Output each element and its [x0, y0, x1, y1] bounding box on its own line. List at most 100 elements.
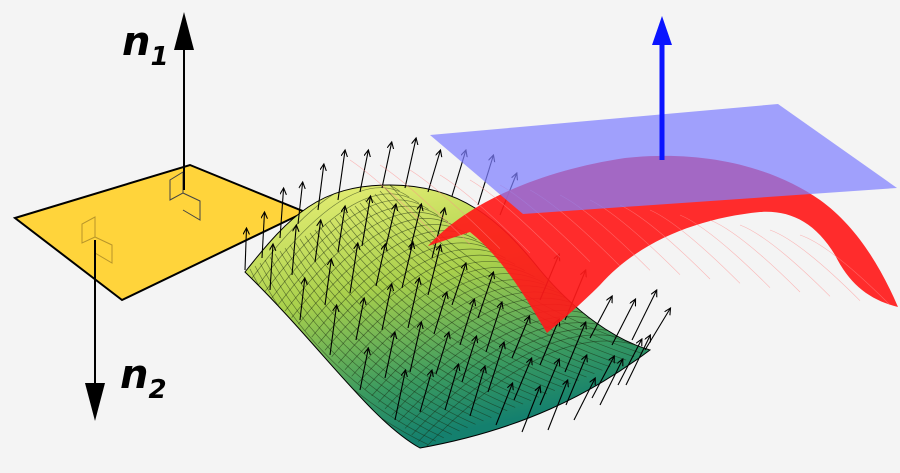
- surface-mesh-line: [289, 244, 492, 418]
- surface-mesh-line: [284, 212, 448, 312]
- surface-mesh-line: [329, 220, 555, 391]
- surface-mesh-line: [279, 250, 476, 425]
- red-mesh-line: [649, 209, 741, 284]
- red-mesh-line: [469, 179, 561, 258]
- normal-vector-arrow: [451, 263, 466, 306]
- surface-mesh-line: [294, 241, 500, 415]
- normal-vector-arrow: [444, 364, 459, 411]
- plane-corner-glyph-faded: [81, 216, 113, 264]
- normal-vector-arrow: [359, 150, 368, 193]
- normal-vector-arrow: [513, 358, 532, 401]
- normal-vector-arrow: [381, 284, 392, 331]
- red-mesh-line: [709, 219, 801, 293]
- normal-vector-arrow: [431, 208, 445, 259]
- normal-vector-arrow: [539, 359, 559, 406]
- normal-vector-arrow: [565, 355, 587, 406]
- surface-mesh-line: [359, 202, 603, 371]
- normal-vector-arrow: [355, 298, 364, 341]
- normal-vector-arrow: [495, 383, 513, 426]
- normal-vector-arrow: [617, 339, 642, 386]
- normal-vector-arrow: [435, 332, 449, 375]
- normal-vector-arrow: [384, 332, 395, 379]
- normal-vector-arrow: [427, 245, 440, 296]
- normal-vector-arrow: [469, 366, 485, 417]
- red-mesh-line: [349, 159, 441, 241]
- normal-vector-arrow: [317, 164, 324, 211]
- surface-mesh-line: [299, 238, 508, 412]
- normal-vector-arrow: [299, 278, 305, 321]
- normal-vector-arrow: [485, 302, 502, 353]
- normal-vector-arrow: [625, 335, 650, 386]
- surface-mesh-line: [411, 328, 631, 436]
- normal-vector-arrow: [359, 348, 368, 391]
- normal-vector-arrow: [375, 244, 385, 287]
- surface-mesh-line: [379, 190, 635, 358]
- normal-vector-arrow: [487, 342, 504, 393]
- surface-mesh-line: [258, 187, 410, 286]
- normal-vector-arrow: [433, 292, 447, 335]
- up-arrowhead: [174, 12, 194, 50]
- normal-vector-arrow: [539, 319, 559, 366]
- normal-vector-arrow: [324, 259, 331, 306]
- normal-vector-arrow: [419, 370, 432, 413]
- surface-mesh-line: [264, 259, 452, 435]
- normal-vector-arrow: [511, 316, 530, 359]
- normal-vector-arrow: [314, 220, 321, 263]
- red-mesh-line: [409, 169, 501, 249]
- normal-vector-arrow: [521, 386, 540, 433]
- normal-vector-arrow: [589, 296, 612, 339]
- normal-vector-arrow: [407, 278, 419, 329]
- normal-vector-arrow: [291, 225, 296, 276]
- surface-mesh-line: [259, 262, 444, 439]
- normal-vector-arrow: [459, 299, 474, 346]
- normal-vector-arrow: [337, 206, 345, 253]
- normal-vector-arrow: [461, 336, 477, 383]
- surface-mesh-line: [374, 193, 627, 361]
- normal-vector-arrow: [409, 322, 421, 373]
- normal-vector-arrow: [573, 378, 595, 421]
- normal-vector-arrow: [270, 244, 273, 291]
- normal-vector-arrow: [349, 243, 358, 294]
- normal-vector-arrow: [564, 322, 586, 373]
- surface-mesh-line: [264, 193, 420, 292]
- surface-mesh-line: [398, 316, 612, 423]
- blue-arrowhead: [652, 16, 672, 45]
- normal-vector-arrow: [404, 138, 416, 189]
- surface-mesh-line: [274, 253, 468, 429]
- surface-mesh-line: [269, 256, 460, 432]
- n2-label: n2: [120, 352, 167, 405]
- normal-vector-arrow: [297, 182, 303, 225]
- red-mesh-line: [379, 164, 471, 245]
- normal-vector-arrow: [401, 242, 413, 289]
- surface-mesh-line: [391, 310, 603, 416]
- normal-vector-field: [245, 138, 671, 433]
- surface-mesh-line: [384, 187, 643, 354]
- normal-vector-arrow: [337, 150, 345, 201]
- down-arrowhead: [85, 383, 105, 421]
- n1-label: n1: [122, 19, 169, 72]
- red-mesh-line: [799, 234, 891, 306]
- red-mesh-line: [739, 224, 831, 297]
- surface-mesh-line: [344, 211, 579, 381]
- normal-vector-arrow: [644, 308, 671, 351]
- normal-vector-arrow: [427, 150, 440, 193]
- red-mesh-line: [439, 174, 531, 254]
- red-mesh-line: [679, 214, 771, 288]
- normal-vector-arrow: [631, 290, 657, 341]
- surface-mesh-line: [389, 185, 650, 351]
- surface-mesh-line: [324, 248, 506, 351]
- normal-vector-arrow: [385, 204, 396, 247]
- surface-mesh-line: [369, 196, 619, 364]
- normal-vector-arrow: [262, 212, 265, 259]
- normal-vector-arrow: [599, 359, 623, 406]
- normal-vector-arrow: [245, 228, 247, 271]
- normal-vector-arrow: [394, 370, 406, 421]
- normal-vector-arrow: [381, 142, 392, 189]
- normal-vector-arrow: [329, 305, 337, 356]
- normal-vector-arrow: [611, 299, 636, 346]
- normal-vector-arrow: [591, 356, 614, 399]
- surface-mesh-line: [319, 226, 540, 398]
- normal-vector-arrow: [547, 380, 568, 431]
